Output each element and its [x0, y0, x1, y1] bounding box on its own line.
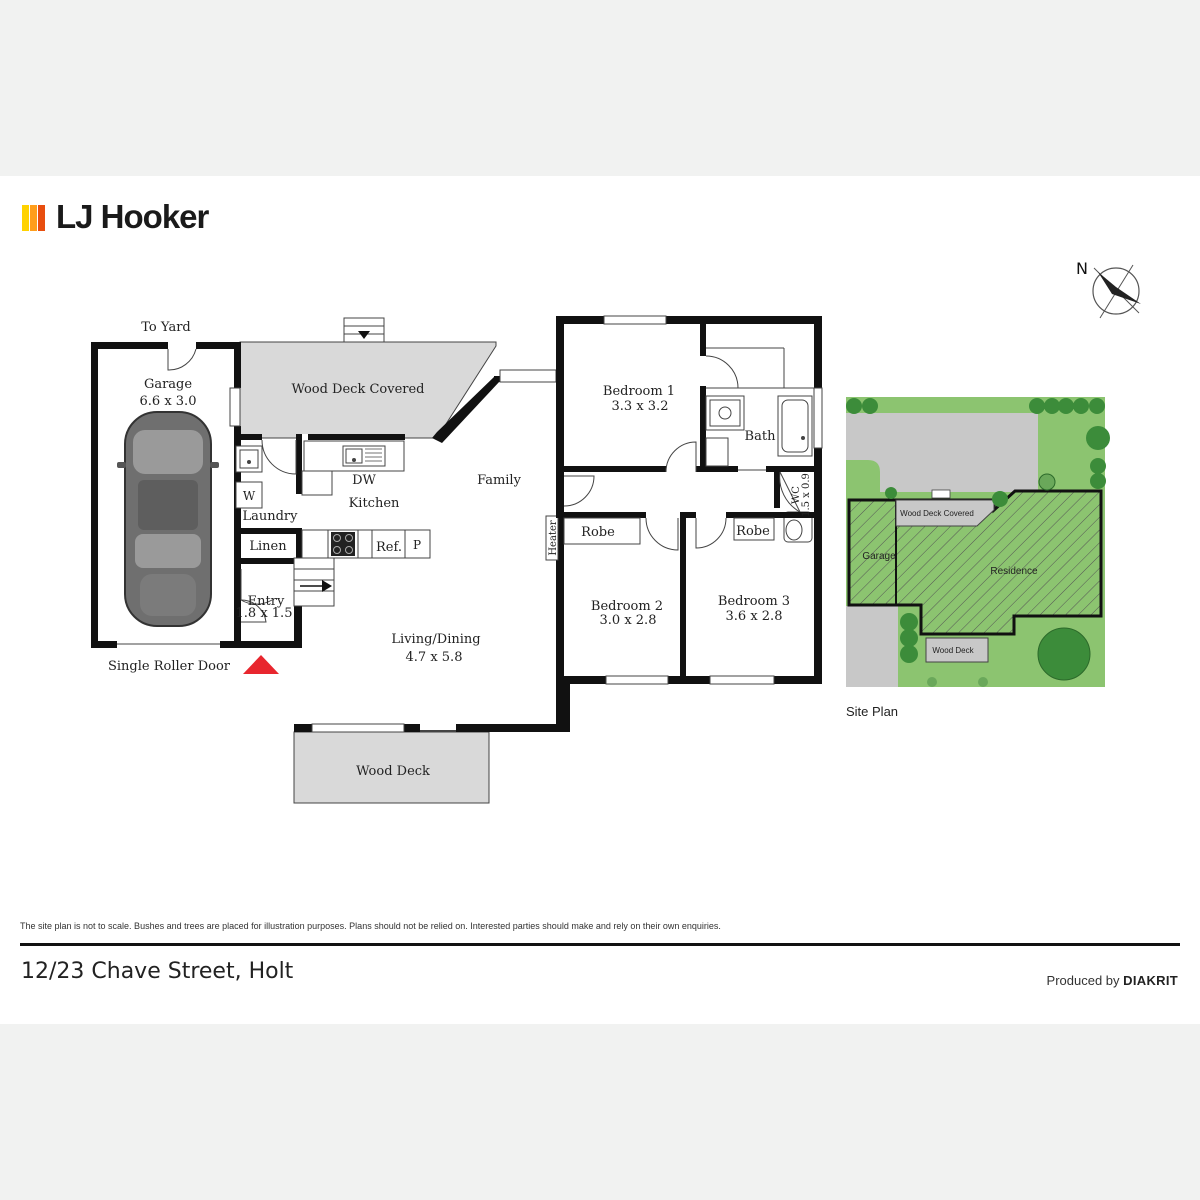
floor-plan-labels: To Yard Garage 6.6 x 3.0 Single Roller D…: [108, 320, 812, 779]
bedroom-3-label: Bedroom 3: [718, 594, 790, 609]
producer-brand: DIAKRIT: [1123, 973, 1178, 988]
washer-label: W: [243, 489, 256, 503]
garage-label: Garage: [144, 377, 192, 392]
site-plan-title: Site Plan: [846, 704, 898, 719]
bedroom-3-size: 3.6 x 2.8: [726, 609, 783, 624]
bath-label: Bath: [745, 429, 777, 444]
wood-deck-label: Wood Deck: [356, 764, 430, 779]
site-wood-deck-label: Wood Deck: [932, 646, 974, 655]
living-walls: [294, 316, 595, 733]
brand-name: LJ Hooker: [56, 198, 209, 235]
plan-sheet: LJ Hooker N: [0, 176, 1200, 1024]
site-residence-label: Residence: [990, 566, 1038, 577]
robe-label-bedroom-2: Robe: [581, 525, 615, 540]
entrance-marker-icon: [243, 655, 279, 674]
garage-room: [91, 342, 241, 648]
to-yard-label: To Yard: [141, 320, 190, 335]
laundry-label: Laundry: [242, 509, 298, 524]
bedroom-2-label: Bedroom 2: [591, 599, 663, 614]
dishwasher-label: DW: [352, 473, 376, 488]
entry-label: Entry: [248, 594, 285, 609]
produced-by-prefix: Produced by: [1046, 973, 1120, 988]
bedroom-1-label: Bedroom 1: [603, 384, 675, 399]
kitchen-label: Kitchen: [349, 496, 400, 511]
garage-size: 6.6 x 3.0: [140, 394, 197, 409]
site-wood-deck-covered-label: Wood Deck Covered: [900, 509, 974, 518]
site-plan: Garage Residence Wood Deck Covered Wood …: [846, 397, 1110, 687]
bedroom-1-size: 3.3 x 3.2: [612, 399, 669, 414]
fridge-label: Ref.: [376, 540, 402, 555]
entry-size: 1.8 x 1.5: [236, 606, 293, 621]
pantry-label: P: [413, 538, 421, 552]
family-label: Family: [477, 473, 522, 488]
linen-label: Linen: [249, 539, 287, 554]
wc-label: WC: [791, 486, 802, 504]
disclaimer-text: The site plan is not to scale. Bushes an…: [20, 921, 721, 931]
footer-divider: [20, 943, 1180, 946]
kitchen-room: [301, 434, 431, 559]
site-garage-label: Garage: [862, 551, 896, 562]
property-address: 12/23 Chave Street, Holt: [21, 959, 294, 984]
roller-door-label: Single Roller Door: [108, 659, 231, 674]
produced-by: Produced by DIAKRIT: [1047, 973, 1178, 988]
north-compass-icon: N: [1076, 259, 1141, 319]
living-dining-size: 4.7 x 5.8: [406, 650, 463, 665]
bedroom-wing: [556, 315, 823, 685]
floor-plan-drawing: N: [91, 259, 1141, 804]
car-icon: [117, 411, 219, 627]
robe-label-bedroom-3: Robe: [736, 524, 770, 539]
wood-deck-covered-label: Wood Deck Covered: [291, 382, 424, 397]
laundry-room: [234, 434, 405, 564]
living-dining-label: Living/Dining: [391, 632, 480, 647]
entry-room: [234, 557, 335, 648]
bedroom-2-size: 3.0 x 2.8: [600, 613, 657, 628]
wc-size: 1.5 x 0.9: [801, 473, 812, 517]
compass-north-label: N: [1076, 259, 1088, 278]
heater-label: Heater: [548, 520, 559, 556]
